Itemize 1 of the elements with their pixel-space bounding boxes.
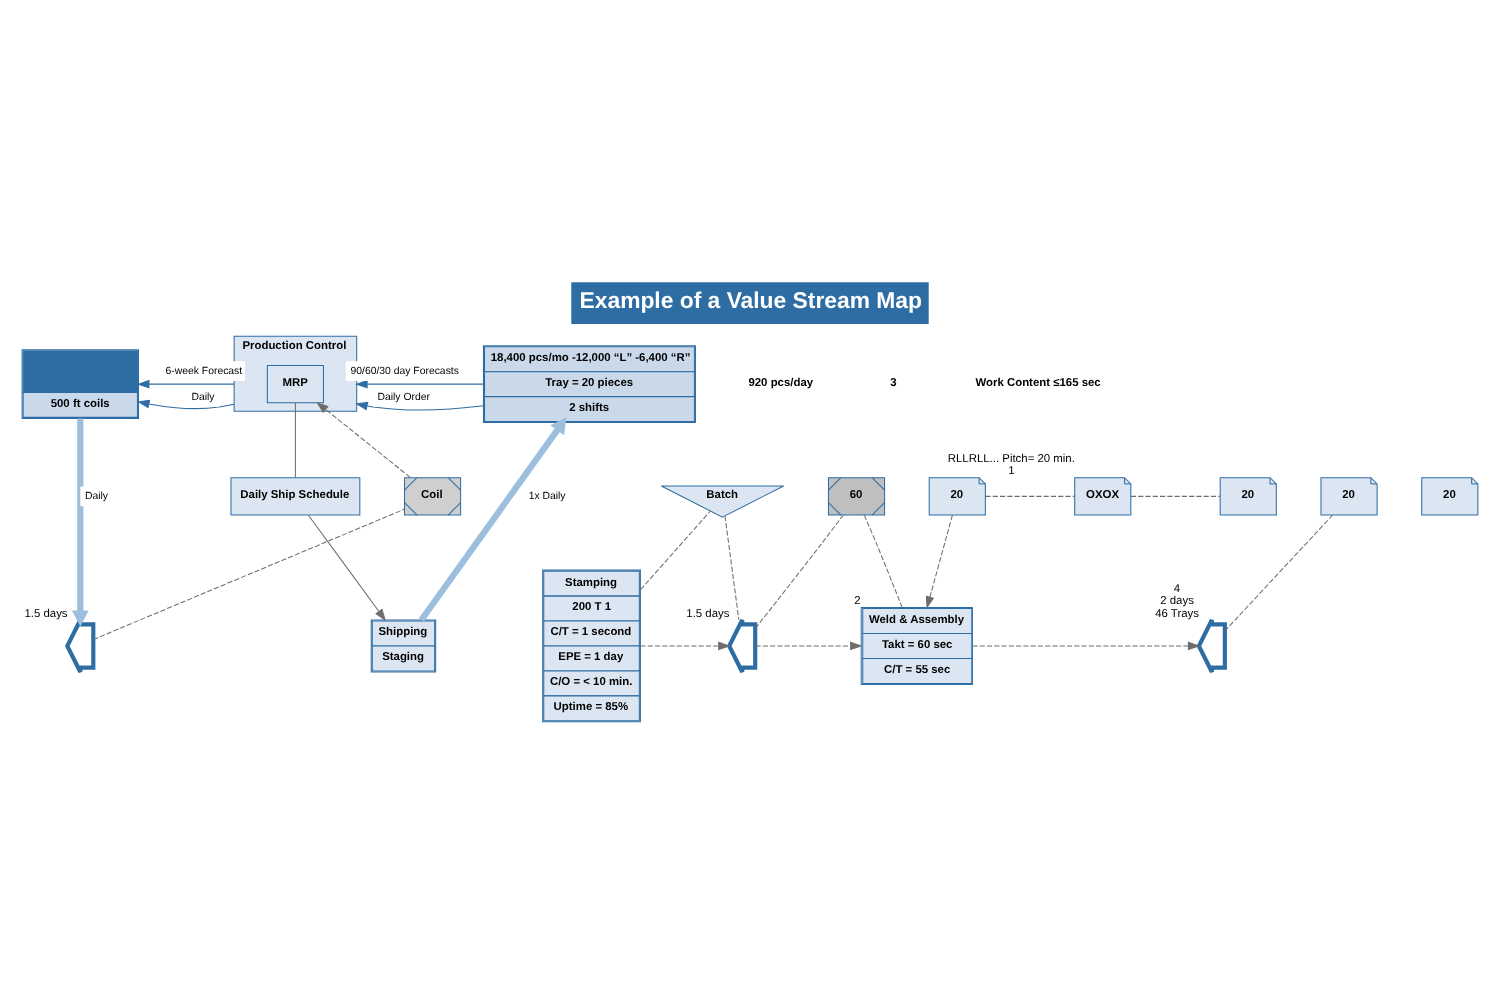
diagram-title: Example of a Value Stream Map <box>579 289 922 314</box>
